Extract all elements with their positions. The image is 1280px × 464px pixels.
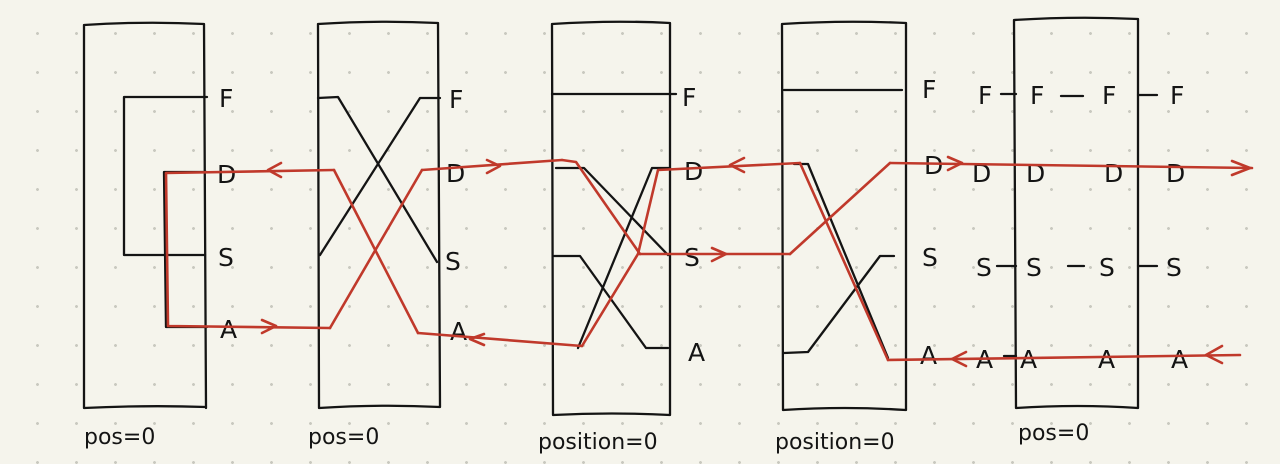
reflector-letter-d: D: [217, 160, 236, 189]
arrowheads: [260, 155, 1252, 368]
plugboard-letter-f-3: F: [1102, 81, 1116, 110]
rotor-3-letter-s: S: [684, 243, 700, 272]
arrow-right-icon: [1230, 159, 1252, 177]
rotor-4-caption: position=0: [775, 430, 895, 455]
rotor-3-wire-d-right: [576, 166, 672, 350]
arrow-right-icon: [260, 318, 278, 335]
plugboard-frame: [1012, 16, 1140, 410]
rotor-box-2: F D S A pos=0: [308, 20, 467, 450]
rotor-4-frame: [780, 20, 908, 412]
signal-rotor-3-cross-down: [560, 158, 642, 256]
plugboard-letter-f-1: F: [978, 81, 992, 110]
signal-d-link-3-4: [636, 161, 802, 256]
signal-a-input: [886, 353, 1242, 362]
rotor-2-wire-left-f: [316, 95, 439, 264]
signal-rotor-4-cross-up: [788, 161, 892, 256]
arrow-right-icon: [485, 158, 502, 175]
rotor-2-frame: [316, 20, 442, 410]
rotor-2-letter-s: S: [445, 247, 461, 276]
rotor-4-letter-s: S: [922, 243, 938, 272]
rotor-3-frame: [550, 20, 672, 417]
rotor-3-wire-d-left: [554, 166, 670, 257]
rotor-2-caption: pos=0: [308, 425, 379, 450]
plugboard-letter-f-4: F: [1170, 81, 1184, 110]
plugboard-letter-d-3: D: [1104, 159, 1123, 188]
rotor-box-3: F D S A position=0: [538, 20, 705, 455]
signal-path: [164, 155, 1254, 368]
plugboard-letter-a-2: A: [1020, 345, 1037, 374]
rotor-2-letter-a: A: [450, 317, 467, 346]
plugboard-letter-a-3: A: [1098, 345, 1115, 374]
reflector-box: F D S A pos=0: [82, 21, 237, 450]
arrow-right-icon: [710, 246, 728, 263]
rotor-2-letter-d: D: [446, 159, 465, 188]
arrow-left-icon: [1204, 344, 1224, 365]
plugboard-letter-s-4: S: [1166, 253, 1182, 282]
arrow-left-icon: [728, 156, 746, 174]
plugboard-letter-s-2: S: [1026, 253, 1042, 282]
signal-d-link-2-3: [420, 158, 564, 172]
plugboard-letter-d-1: D: [972, 159, 991, 188]
plugboard-letter-d-2: D: [1026, 159, 1045, 188]
arrow-left-icon: [266, 161, 283, 179]
plugboard-letter-s-3: S: [1099, 253, 1115, 282]
reflector-caption: pos=0: [84, 425, 155, 450]
arrow-left-icon: [468, 332, 486, 347]
signal-a-link-2-3: [416, 331, 584, 348]
rotor-3-letter-f: F: [682, 83, 696, 112]
rotor-4-letter-d: D: [924, 151, 943, 180]
rotor-4-letter-a: A: [920, 341, 937, 370]
rotor-box-4: F D S A position=0: [775, 20, 943, 455]
reflector-wire-d-a: [162, 170, 209, 329]
plugboard-dashes-f: [999, 92, 1159, 98]
signal-reflector-loop: [164, 168, 336, 330]
reflector-letter-a: A: [220, 315, 237, 344]
plugboard-box: F F F F D D D D S S S S A A A A pos=0: [972, 16, 1188, 446]
signal-rotor-3-cross-up: [580, 252, 640, 348]
rotor-3-caption: position=0: [538, 430, 658, 455]
arrow-left-icon: [950, 350, 968, 368]
reflector-letter-f: F: [219, 84, 233, 113]
rotor-3-wire-s-a: [552, 254, 670, 350]
rotor-4-letter-f: F: [922, 75, 936, 104]
rotor-3-letter-a: A: [688, 338, 705, 367]
reflector-frame: [82, 21, 208, 410]
plugboard-letter-d-4: D: [1166, 159, 1185, 188]
signal-rotor-4-cross-down: [798, 161, 890, 362]
plugboard-letter-a-4: A: [1171, 345, 1188, 374]
reflector-letter-s: S: [218, 243, 234, 272]
rotor-2-wire-right-f: [318, 96, 442, 257]
arrow-right-icon: [946, 155, 964, 172]
signal-d-output: [888, 161, 1254, 170]
plugboard-letter-s-1: S: [976, 253, 992, 282]
rotor-4-wire-s: [782, 254, 896, 355]
plugboard-caption: pos=0: [1018, 421, 1089, 446]
plugboard-letter-f-2: F: [1030, 81, 1044, 110]
rotor-2-letter-f: F: [449, 85, 463, 114]
rotor-3-letter-d: D: [684, 157, 703, 186]
signal-rotor-2-cross-down: [332, 168, 420, 335]
